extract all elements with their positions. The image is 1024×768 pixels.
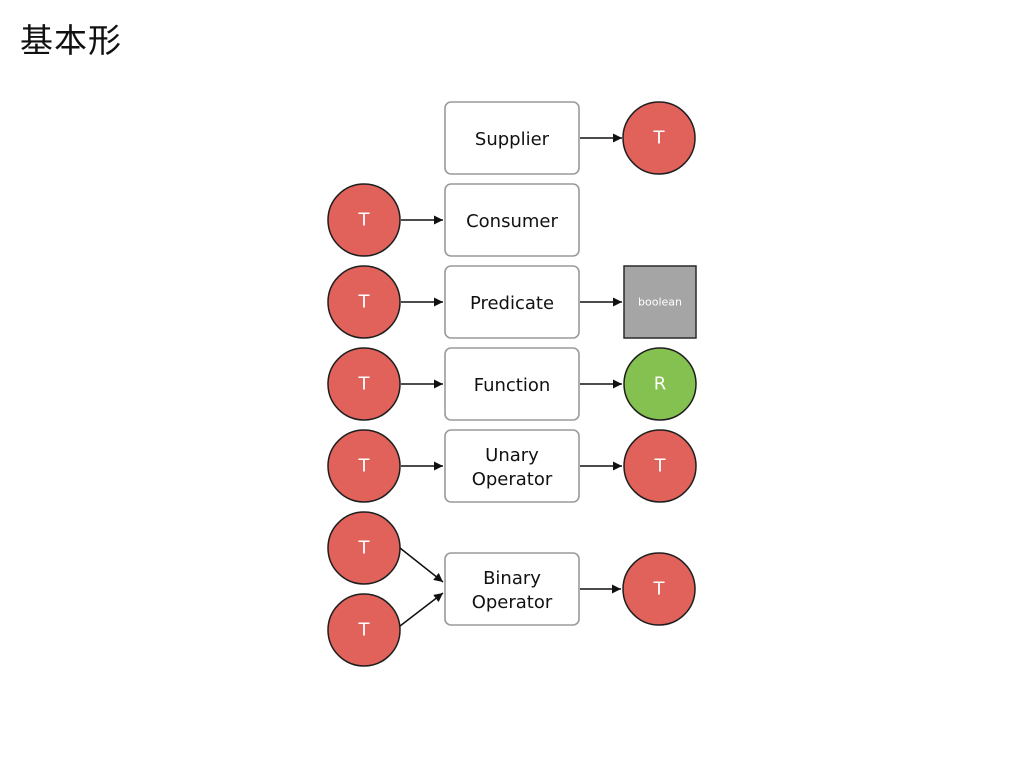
supplier-box xyxy=(444,101,580,175)
binary-operator-label-line1: Binary xyxy=(483,568,541,589)
supplier-output-label: T xyxy=(653,128,666,149)
function-input-label: T xyxy=(358,374,371,395)
predicate-output-label: boolean xyxy=(638,296,682,309)
row-predicate: T Predicate boolean xyxy=(327,265,697,339)
row-supplier: Supplier T xyxy=(444,101,696,175)
predicate-input-label: T xyxy=(358,292,371,313)
predicate-box xyxy=(444,265,580,339)
unary-operator-output-label: T xyxy=(654,456,667,477)
binary-operator-label-line2: Operator xyxy=(472,592,553,613)
binary-operator-input-label-1: T xyxy=(358,538,371,559)
binary-operator-input-arrow-2 xyxy=(399,592,444,627)
binary-operator-input-arrow-1 xyxy=(399,547,444,583)
row-consumer: T Consumer xyxy=(327,183,580,257)
unary-operator-label-line1: Unary xyxy=(485,445,539,466)
binary-operator-input-label-2: T xyxy=(358,620,371,641)
row-binary-operator: T T Binary Operator T xyxy=(327,511,696,667)
unary-operator-input-label: T xyxy=(358,456,371,477)
consumer-input-label: T xyxy=(358,210,371,231)
slide-title: 基本形 xyxy=(20,21,122,60)
binary-operator-box xyxy=(444,552,580,626)
unary-operator-label-line2: Operator xyxy=(472,469,553,490)
function-input-node xyxy=(327,347,401,421)
consumer-label: Consumer xyxy=(466,211,558,232)
binary-operator-output-node xyxy=(622,552,696,626)
unary-operator-output-node xyxy=(623,429,697,503)
binary-operator-input-node-2 xyxy=(327,593,401,667)
unary-operator-box xyxy=(444,429,580,503)
function-output-node xyxy=(623,347,697,421)
supplier-output-node xyxy=(622,101,696,175)
row-unary-operator: T Unary Operator T xyxy=(327,429,697,503)
consumer-box xyxy=(444,183,580,257)
binary-operator-output-label: T xyxy=(653,579,666,600)
supplier-label: Supplier xyxy=(475,129,550,150)
row-function: T Function R xyxy=(327,347,697,421)
function-label: Function xyxy=(474,375,551,396)
consumer-input-node xyxy=(327,183,401,257)
function-box xyxy=(444,347,580,421)
unary-operator-input-node xyxy=(327,429,401,503)
predicate-input-node xyxy=(327,265,401,339)
predicate-output-boolean-node xyxy=(623,265,697,339)
function-output-label: R xyxy=(654,374,667,395)
predicate-label: Predicate xyxy=(470,293,554,314)
